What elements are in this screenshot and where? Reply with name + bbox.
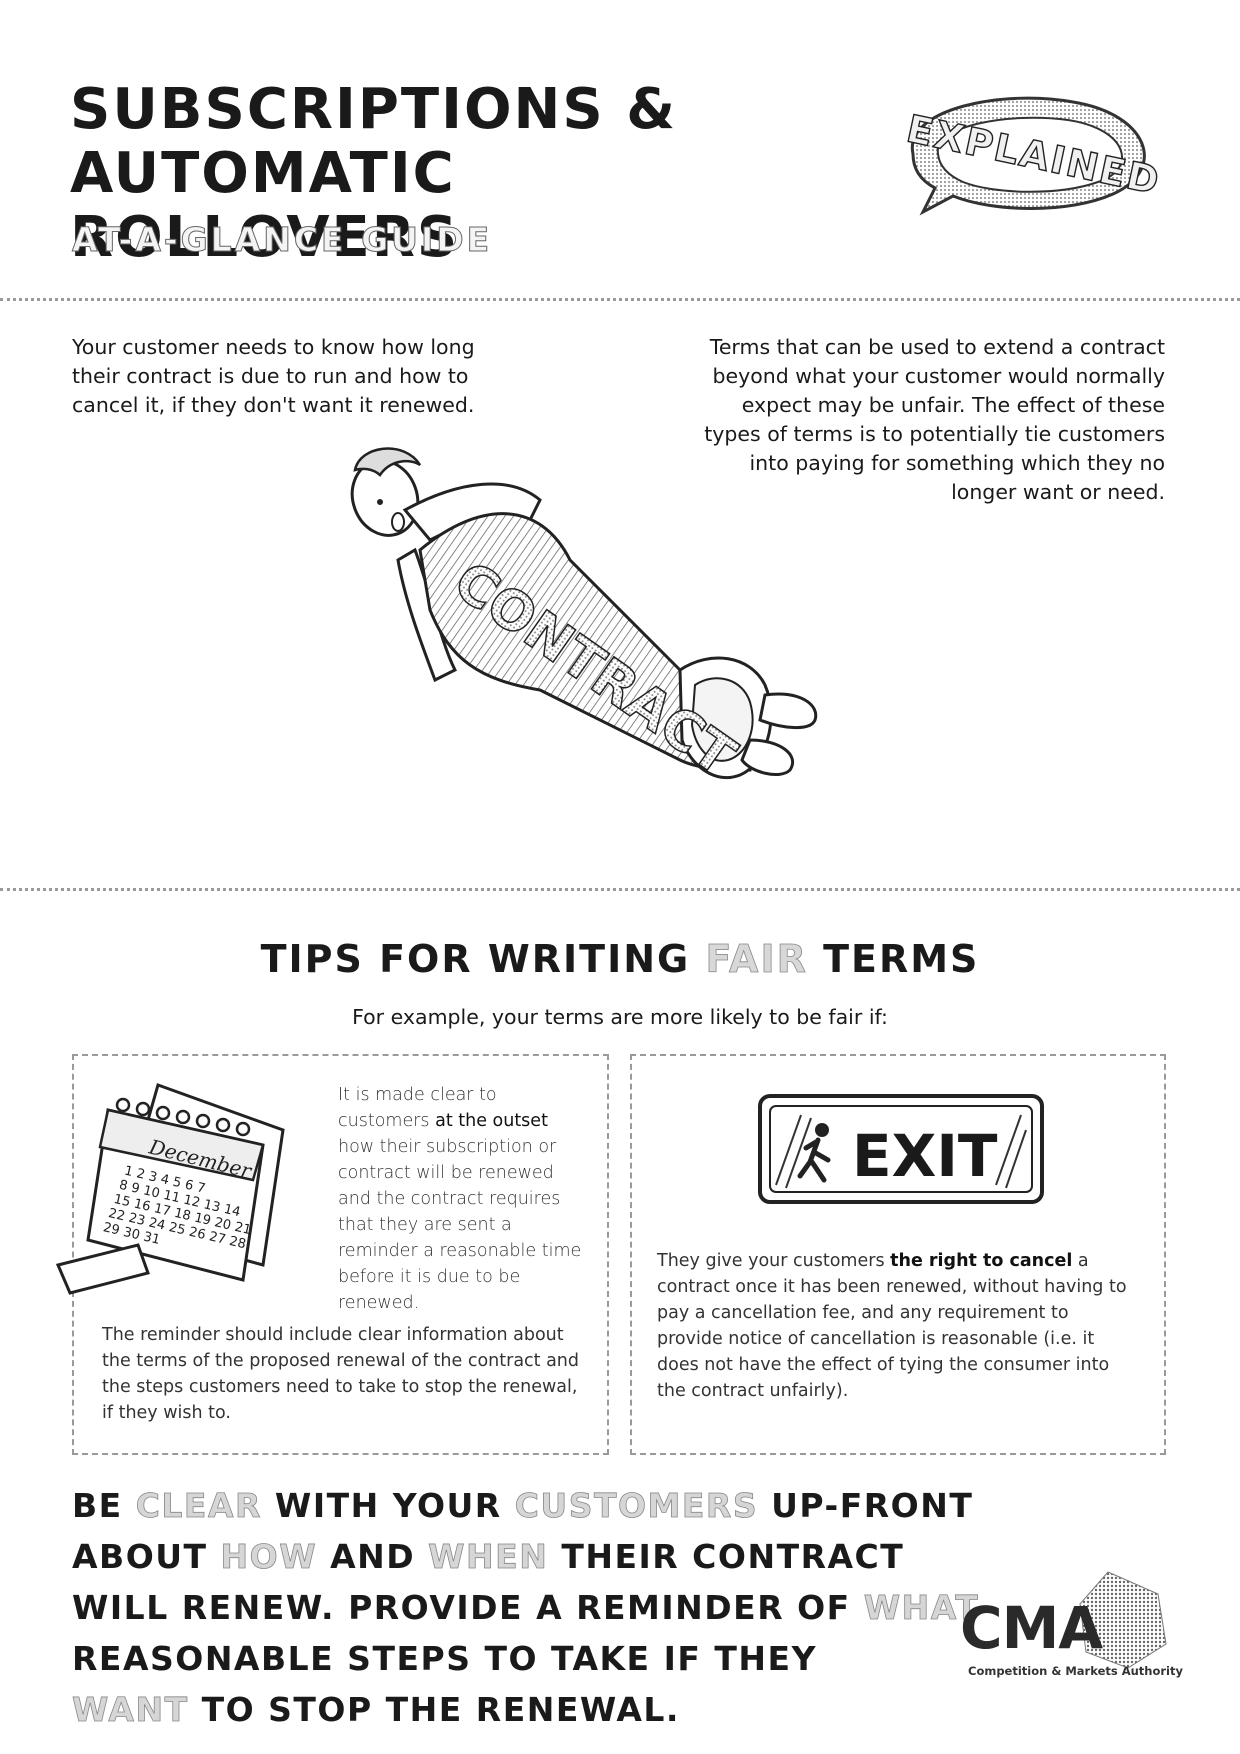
- call-to-action: BE CLEAR WITH YOUR CUSTOMERS UP-FRONT AB…: [72, 1486, 980, 1730]
- tip-card-right-to-cancel: [630, 1054, 1166, 1455]
- cma-logo-text: CMA: [960, 1594, 1103, 1662]
- tip-card-renewal-notice: [72, 1054, 609, 1455]
- dotted-divider: [0, 298, 1240, 301]
- tips-heading-highlight: FAIR: [705, 937, 808, 982]
- tips-subheading: For example, your terms are more likely …: [352, 1005, 888, 1029]
- tip2-text: They give your customers the right to ca…: [657, 1251, 1127, 1401]
- calendar-icon: December 1 2 3 4 5 6 7 8 9 10 11 12 13 1…: [55, 1083, 285, 1295]
- tips-heading-part1: TIPS FOR WRITING: [260, 937, 691, 981]
- intro-right-text: Terms that can be used to extend a contr…: [704, 335, 1165, 504]
- tips-heading: TIPS FOR WRITING FAIR TERMS: [0, 937, 1240, 982]
- man-trapped-in-contract-illustration: CONTRACT: [350, 447, 818, 789]
- page-title: SUBSCRIPTIONS & AUTOMATIC ROLLOVERS: [70, 78, 870, 270]
- intro-left-text: Your customer needs to know how long the…: [72, 335, 475, 417]
- cma-logo-icon: [1079, 1571, 1167, 1669]
- title-line-2: ROLLOVERS: [70, 205, 460, 270]
- cma-logo-subtitle: Competition & Markets Authority: [968, 1664, 1183, 1678]
- page-subtitle: AT-A-GLANCE GUIDE: [71, 220, 493, 260]
- dotted-divider: [0, 888, 1240, 891]
- tip1-text: It is made clear to customers at the out…: [338, 1085, 582, 1313]
- exit-sign-label: EXIT: [852, 1122, 998, 1190]
- title-line-1: SUBSCRIPTIONS & AUTOMATIC: [70, 77, 678, 206]
- speech-bubble-icon: [910, 96, 1146, 216]
- exit-sign-icon: EXIT: [758, 1094, 1044, 1204]
- tip1-reminder-text: The reminder should include clear inform…: [102, 1325, 580, 1423]
- tips-heading-part2: TERMS: [823, 937, 980, 981]
